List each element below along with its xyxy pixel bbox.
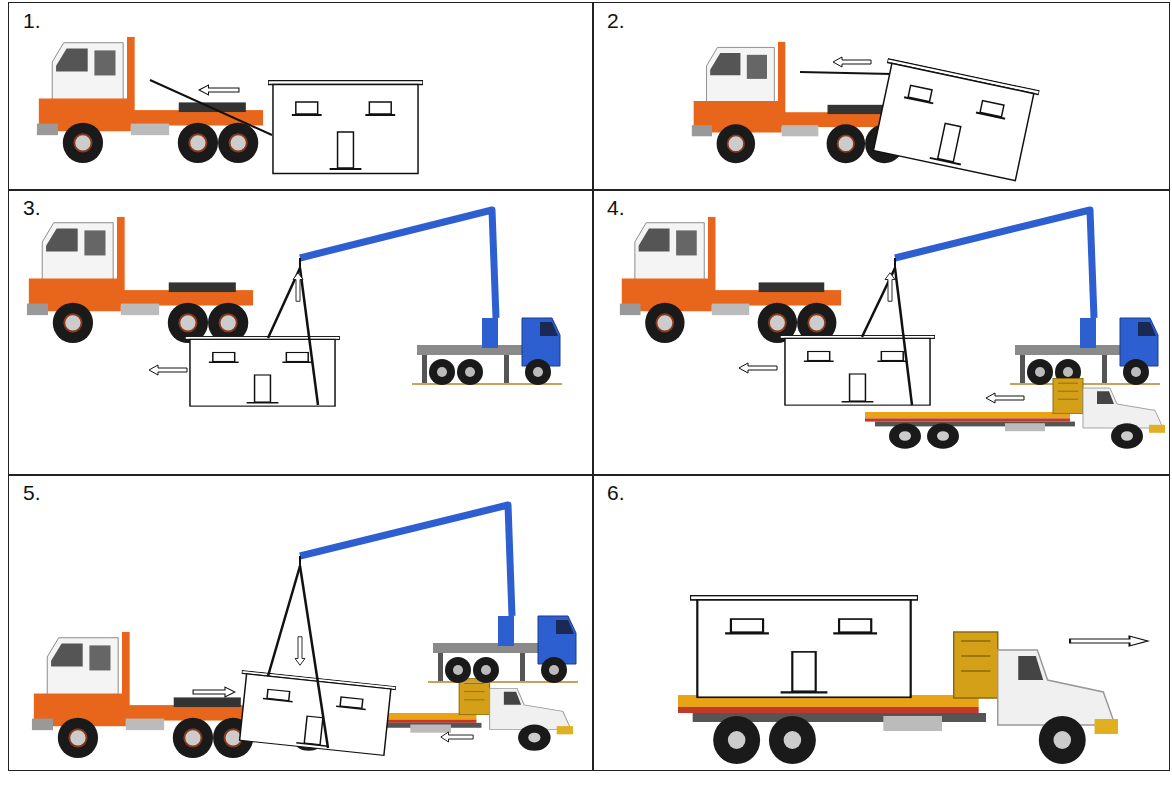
motion-arrow xyxy=(1070,636,1148,646)
hook-line xyxy=(299,556,301,566)
crane-boom xyxy=(895,210,1094,318)
panel-number: 6. xyxy=(607,481,625,505)
panel-number: 2. xyxy=(607,9,625,33)
orange-tractor xyxy=(37,37,263,163)
panel-box: 4. xyxy=(592,189,1170,476)
sling xyxy=(300,566,328,748)
crane-truck xyxy=(1010,318,1160,385)
panel-number: 5. xyxy=(23,481,41,505)
lift-arrow xyxy=(885,273,895,302)
motion-arrow xyxy=(441,732,473,742)
motion-arrow xyxy=(293,273,303,302)
house xyxy=(268,81,423,174)
motion-arrow xyxy=(199,85,239,95)
crane-boom xyxy=(300,210,496,318)
motion-arrow xyxy=(833,57,871,67)
crane-truck xyxy=(428,616,578,683)
motion-arrow xyxy=(193,687,235,697)
motion-arrow xyxy=(885,273,895,302)
orange-tractor xyxy=(620,217,841,343)
crane-boom xyxy=(300,505,512,616)
panel-box: 5. xyxy=(8,474,594,771)
panel-box: 2. xyxy=(592,2,1170,191)
lower-arrow xyxy=(295,637,305,666)
back-arrow xyxy=(193,687,235,697)
tilted-house xyxy=(235,670,396,756)
sling xyxy=(895,268,912,405)
sling xyxy=(300,268,318,405)
panel-box: 6. xyxy=(592,474,1170,771)
hook-line xyxy=(894,258,896,268)
motion-arrow xyxy=(986,393,1024,403)
drive-arrow xyxy=(1070,636,1148,646)
orange-tractor xyxy=(27,217,253,343)
hook-line xyxy=(299,258,301,268)
pull-cable xyxy=(150,80,272,135)
tilted-house xyxy=(869,58,1040,181)
house xyxy=(690,596,918,698)
panel-number: 4. xyxy=(607,196,625,220)
house xyxy=(869,58,1040,181)
panel-box: 1. xyxy=(8,2,594,191)
flatbed-truck xyxy=(865,378,1165,448)
panel-box: 3. xyxy=(8,189,594,476)
crane-truck xyxy=(412,318,562,385)
motion-arrow xyxy=(739,363,777,373)
motion-arrow xyxy=(149,365,187,375)
panel-number: 3. xyxy=(23,196,41,220)
panel-number: 1. xyxy=(23,9,41,33)
house xyxy=(235,670,396,756)
lift-arrow xyxy=(293,273,303,302)
orange-tractor xyxy=(32,632,258,758)
pull-cable xyxy=(800,72,892,74)
motion-arrow xyxy=(295,637,305,666)
sling xyxy=(862,268,895,337)
